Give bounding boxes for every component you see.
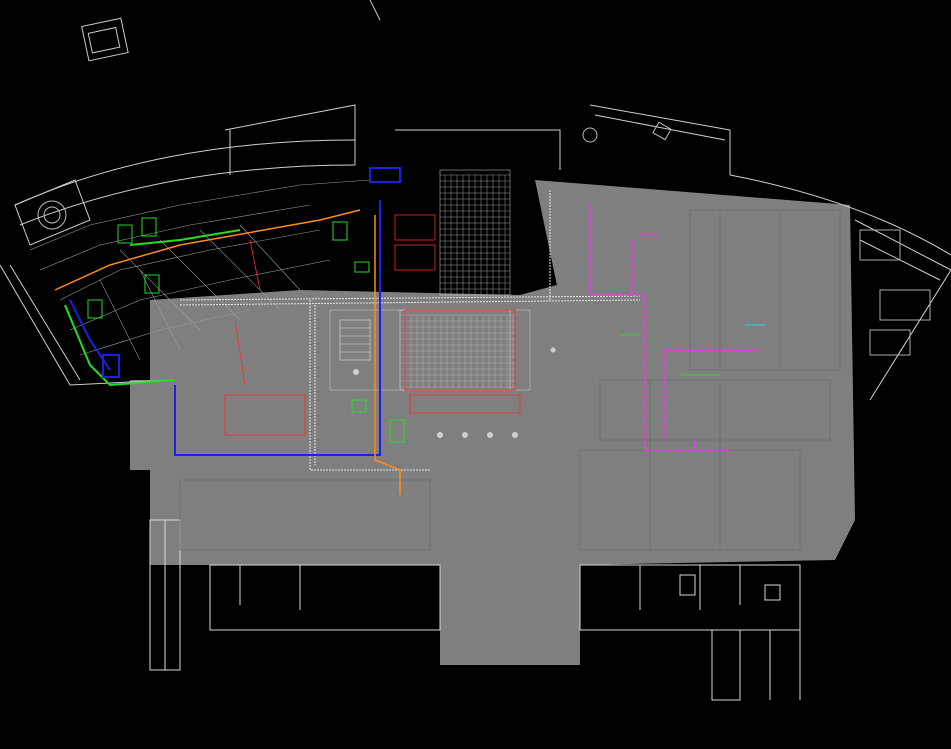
leader-marks — [87, 217, 765, 443]
grid-icon — [400, 174, 515, 388]
floor-plan-fill — [130, 180, 855, 665]
pipe-magenta — [589, 205, 760, 451]
right-wing-outline — [582, 104, 951, 401]
left-wing-interior — [29, 179, 371, 361]
floor-details — [179, 209, 841, 551]
pipe-blue — [69, 167, 401, 456]
stair-icon — [339, 319, 371, 361]
furniture-block — [81, 0, 381, 62]
lower-rooms — [149, 519, 801, 701]
fixtures-red — [224, 214, 521, 436]
left-wing-outline — [0, 104, 561, 386]
column-icon — [353, 347, 556, 438]
pipe-green — [64, 229, 241, 387]
pipe-orange — [54, 209, 401, 495]
corridor-lines — [179, 190, 641, 471]
